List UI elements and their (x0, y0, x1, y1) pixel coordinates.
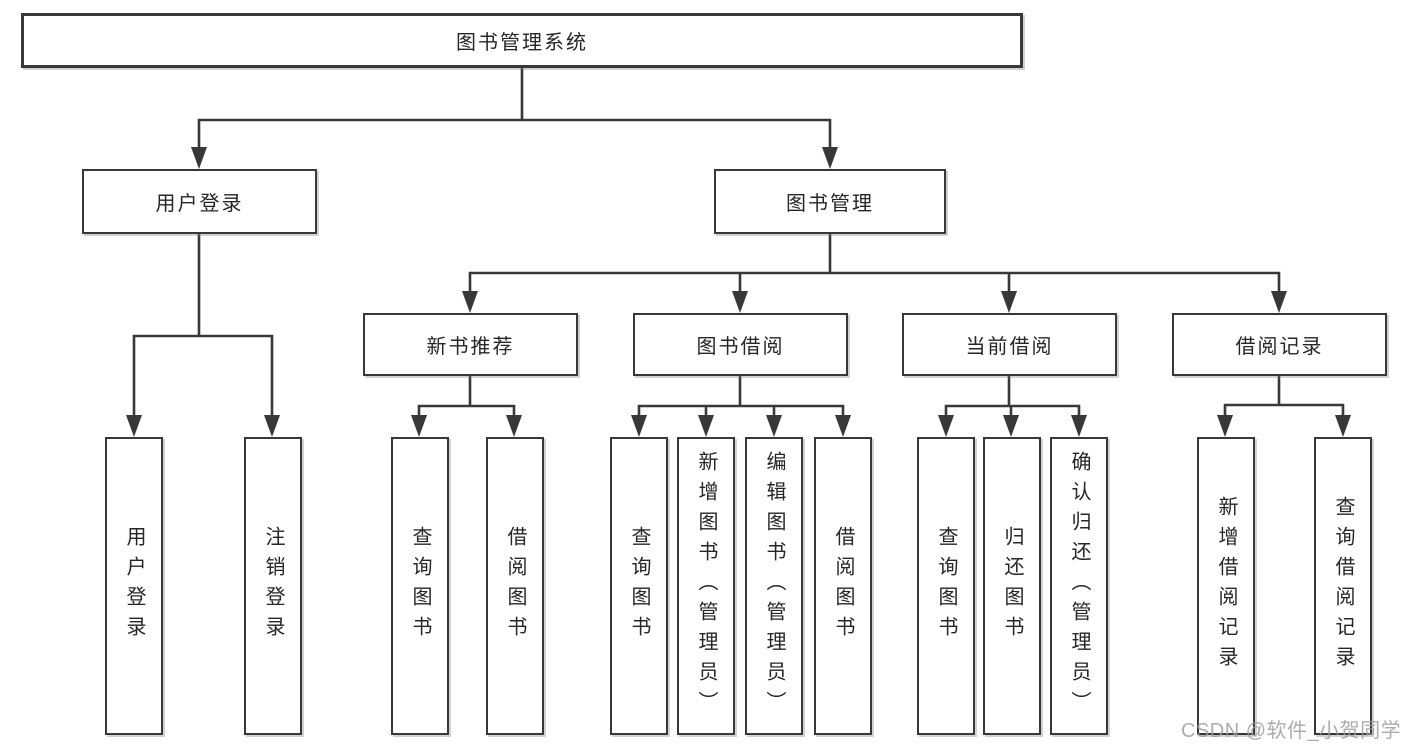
node-current-borrow: 当前借阅 (902, 313, 1117, 376)
arrowhead (264, 415, 280, 437)
leaf-borrow-query-book: 查询图书 (610, 437, 668, 735)
node-root-system: 图书管理系统 (21, 13, 1023, 68)
arrowhead (1071, 415, 1087, 437)
leaf-recommend-query-book: 查询图书 (391, 437, 449, 735)
arrowhead (462, 291, 478, 313)
arrowhead (1335, 415, 1351, 437)
leaf-add-borrow-record: 新增借阅记录 (1197, 437, 1255, 735)
node-new-book-recommend: 新书推荐 (363, 313, 578, 376)
arrowhead (411, 415, 427, 437)
arrowhead (1003, 415, 1019, 437)
arrowhead (835, 415, 851, 437)
leaf-current-query-book: 查询图书 (917, 437, 975, 735)
connector-current-borrow-children (938, 373, 1087, 437)
arrowhead (766, 415, 782, 437)
connector-root-to-level2 (191, 66, 838, 169)
arrowhead (822, 147, 838, 169)
csdn-watermark: CSDN @软件_小贺同学 (1181, 720, 1402, 742)
arrowhead (191, 147, 207, 169)
leaf-logout: 注销登录 (244, 437, 302, 735)
arrowhead (1001, 291, 1017, 313)
connector-borrow-records-children (1217, 373, 1351, 437)
leaf-user-login: 用户登录 (105, 437, 163, 735)
connector-user-login-children (126, 232, 280, 437)
arrowhead (698, 415, 714, 437)
connector-book-management-children (462, 232, 1287, 313)
node-book-borrow: 图书借阅 (633, 313, 848, 376)
arrowhead (732, 291, 748, 313)
leaf-query-borrow-record: 查询借阅记录 (1314, 437, 1372, 735)
node-user-login: 用户登录 (82, 169, 317, 234)
arrowhead (506, 415, 522, 437)
arrowhead (631, 415, 647, 437)
node-borrow-records: 借阅记录 (1172, 313, 1387, 376)
connector-book-borrow-children (631, 373, 851, 437)
leaf-confirm-return-admin: 确认归还（管理员） (1050, 437, 1108, 735)
leaf-edit-book-admin: 编辑图书（管理员） (745, 437, 803, 735)
arrowhead (1271, 291, 1287, 313)
arrowhead (938, 415, 954, 437)
arrowhead (1217, 415, 1233, 437)
leaf-add-book-admin: 新增图书（管理员） (677, 437, 735, 735)
arrowhead (126, 415, 142, 437)
connector-new-book-recommend-children (411, 373, 522, 437)
leaf-return-book: 归还图书 (983, 437, 1041, 735)
node-book-management: 图书管理 (714, 169, 946, 234)
leaf-borrow-book: 借阅图书 (814, 437, 872, 735)
leaf-recommend-borrow-book: 借阅图书 (486, 437, 544, 735)
